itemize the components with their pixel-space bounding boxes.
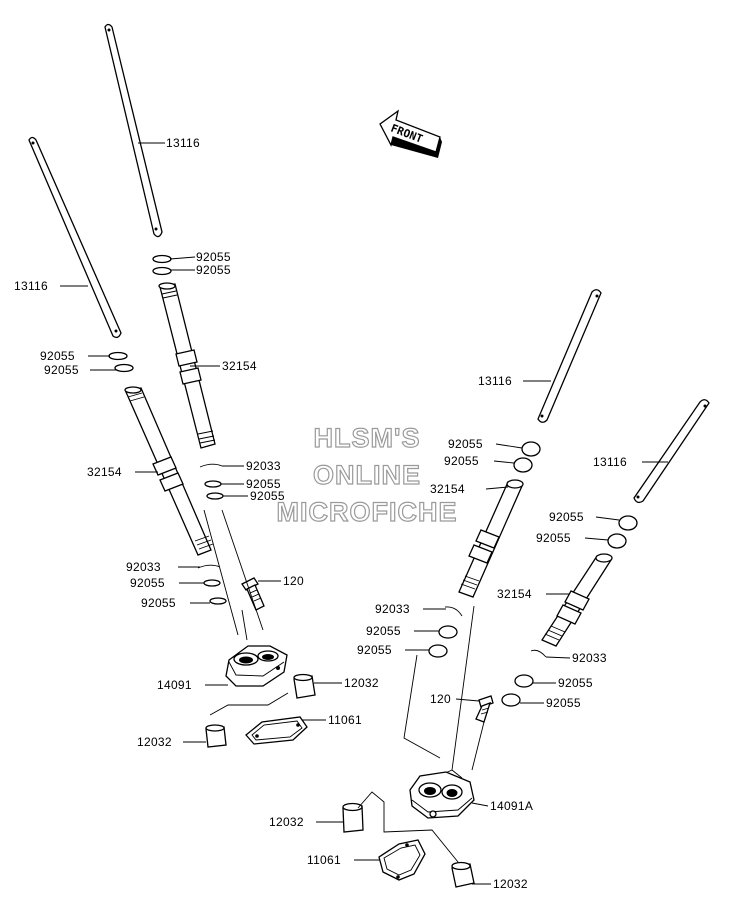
part-label: 92055 [40,349,75,363]
seal-ring [501,693,521,707]
part-label: 32154 [87,465,122,479]
seal-ring [607,533,627,549]
watermark: HLSM'S ONLINE MICROFICHE [276,422,458,527]
part-label: 12032 [137,735,172,749]
part-labels: 13116 13116 92055 92055 92055 92055 3215… [14,136,627,891]
push-rod-left-rear [104,23,163,238]
seal-ring [428,644,448,658]
seal-ring [152,266,172,276]
part-label: 12032 [493,877,528,891]
part-label: 92055 [250,489,285,503]
part-label: 92055 [536,531,571,545]
front-arrow-icon: FRONT [379,109,442,158]
retaining-clip [530,649,547,658]
push-rod-right-rear [537,289,602,423]
push-rod-tube-left-rear [158,282,216,449]
part-label: 92033 [246,459,281,473]
seal-ring [438,625,458,639]
lifter-block-left [225,645,288,687]
part-label: 32154 [222,359,257,373]
bolt [241,577,265,611]
part-label: 13116 [478,374,512,388]
part-label: 13116 [593,455,627,469]
part-label: 120 [283,574,304,588]
leader-lines [60,142,668,885]
part-label: 92055 [558,676,593,690]
part-label: 12032 [344,676,379,690]
seal-ring [513,457,533,473]
part-label: 32154 [497,587,532,601]
part-label: 14091A [490,799,533,813]
seal-ring [152,254,172,264]
watermark-line-3: MICROFICHE [277,497,458,527]
push-rod-tube-right-rear [458,479,524,598]
push-rod-left-front [28,136,122,339]
seal-ring [206,492,224,500]
retaining-clip [199,463,223,468]
seal-ring [618,515,638,531]
part-label: 92055 [546,696,581,710]
part-label: 13116 [166,136,200,150]
seal-ring [203,579,221,587]
part-label: 11061 [307,853,341,867]
bushing [342,802,364,833]
part-label: 92055 [44,363,79,377]
bushing [205,724,227,748]
retaining-clip [444,606,463,617]
watermark-line-2: ONLINE [313,460,421,490]
part-label: 92055 [196,263,231,277]
part-label: 92055 [366,624,401,638]
gasket-right [378,839,426,881]
part-label: 92033 [375,602,410,616]
push-rod-tube-right-front [541,553,613,647]
part-label: 92055 [549,510,584,524]
part-label: 92055 [357,643,392,657]
seal-ring [209,597,227,605]
part-label: 92055 [130,576,165,590]
gasket-left [245,716,308,745]
seal-ring [114,363,134,373]
seal-ring [514,674,534,688]
push-rod-tube-left-front [124,386,214,556]
part-label: 32154 [430,482,465,496]
part-label: 92055 [448,437,483,451]
part-label: 14091 [157,678,192,692]
watermark-line-1: HLSM'S [314,423,421,453]
bushing [451,861,475,888]
seal-ring [204,480,222,488]
part-label: 92055 [444,454,479,468]
seal-ring [521,441,541,457]
part-label: 92033 [572,651,607,665]
push-rod-right-front [633,399,710,504]
lifter-block-right [409,771,475,819]
bushing [293,673,316,699]
part-label: 11061 [328,713,362,727]
part-label: 120 [430,692,451,706]
part-label: 92055 [246,477,281,491]
part-label: 92033 [126,560,161,574]
seal-ring [108,351,128,361]
part-label: 92055 [141,596,176,610]
part-label: 92055 [196,250,231,264]
part-label: 13116 [14,279,48,293]
part-label: 12032 [269,815,304,829]
bolt [475,695,494,723]
retaining-clip [197,564,221,569]
